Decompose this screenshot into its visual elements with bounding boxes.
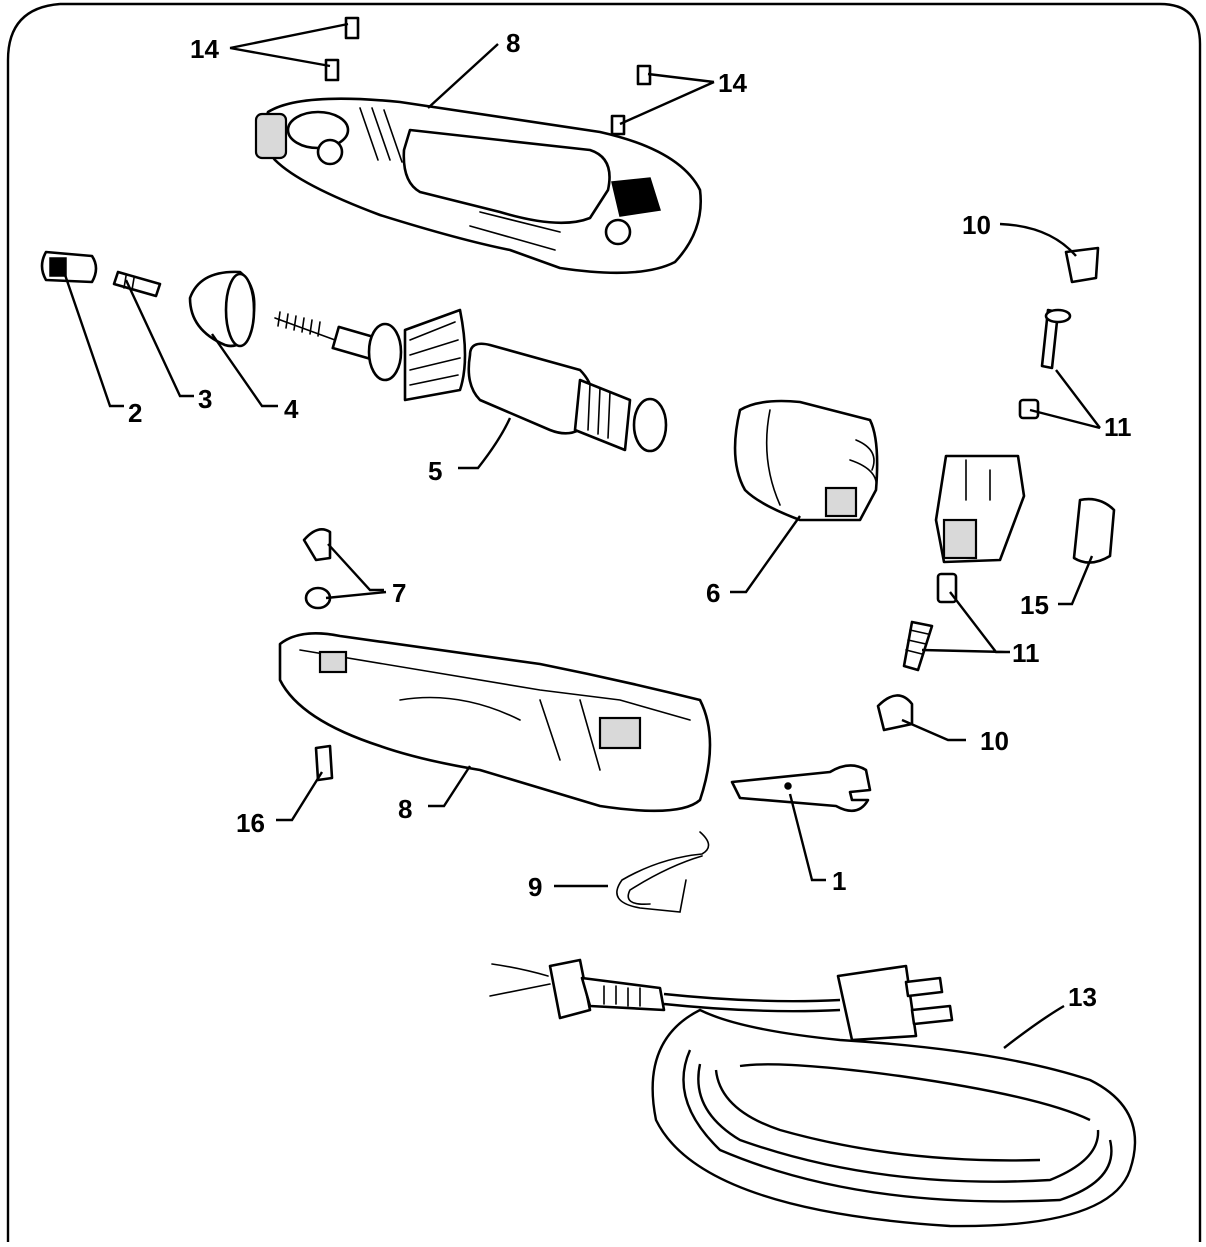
label-part-6: 6 (706, 578, 720, 608)
screw-nut-icon (1018, 308, 1072, 420)
screw-icon (314, 744, 334, 782)
label-part-8-top: 8 (506, 28, 520, 58)
label-part-15: 15 (1020, 590, 1049, 620)
collet-nut-icon (40, 250, 98, 284)
brush-holder-icon (934, 454, 1026, 564)
label-part-4: 4 (284, 394, 299, 424)
label-part-8-bottom: 8 (398, 794, 412, 824)
cap-icon (1064, 246, 1100, 284)
label-part-11-top: 11 (1104, 412, 1132, 442)
label-part-3: 3 (198, 384, 212, 414)
brush-spring-icon (902, 572, 958, 672)
hanger-wire-icon (616, 831, 710, 913)
label-part-11-bottom: 11 (1012, 638, 1040, 668)
label-part-2: 2 (128, 398, 142, 428)
label-part-14-left: 14 (190, 34, 219, 64)
collet-icon (112, 270, 162, 298)
label-part-13: 13 (1068, 982, 1097, 1012)
wrench-icon (730, 764, 872, 813)
screw-icon (324, 16, 652, 136)
label-part-1: 1 (832, 866, 846, 896)
end-cap-icon (188, 270, 256, 348)
label-part-10-top: 10 (962, 210, 991, 240)
label-part-5: 5 (428, 456, 442, 486)
leader-lines (60, 22, 1101, 1049)
part-labels: 14 8 14 10 11 2 3 4 5 6 15 7 11 10 16 8 … (128, 28, 1132, 1012)
page-frame (6, 2, 1202, 1242)
brush-cap-icon (1072, 497, 1116, 564)
label-part-10-bottom: 10 (980, 726, 1009, 756)
housing-bottom-half (278, 632, 712, 813)
label-part-16: 16 (236, 808, 265, 838)
power-cord-icon (489, 958, 1137, 1228)
label-part-7: 7 (392, 578, 406, 608)
field-assembly-icon (733, 399, 879, 522)
cap-icon (876, 694, 914, 732)
switch-knob-icon (302, 528, 332, 610)
label-part-9: 9 (528, 872, 542, 902)
armature-icon (274, 308, 668, 453)
label-part-14-right: 14 (718, 68, 747, 98)
housing-top-half (254, 97, 702, 275)
